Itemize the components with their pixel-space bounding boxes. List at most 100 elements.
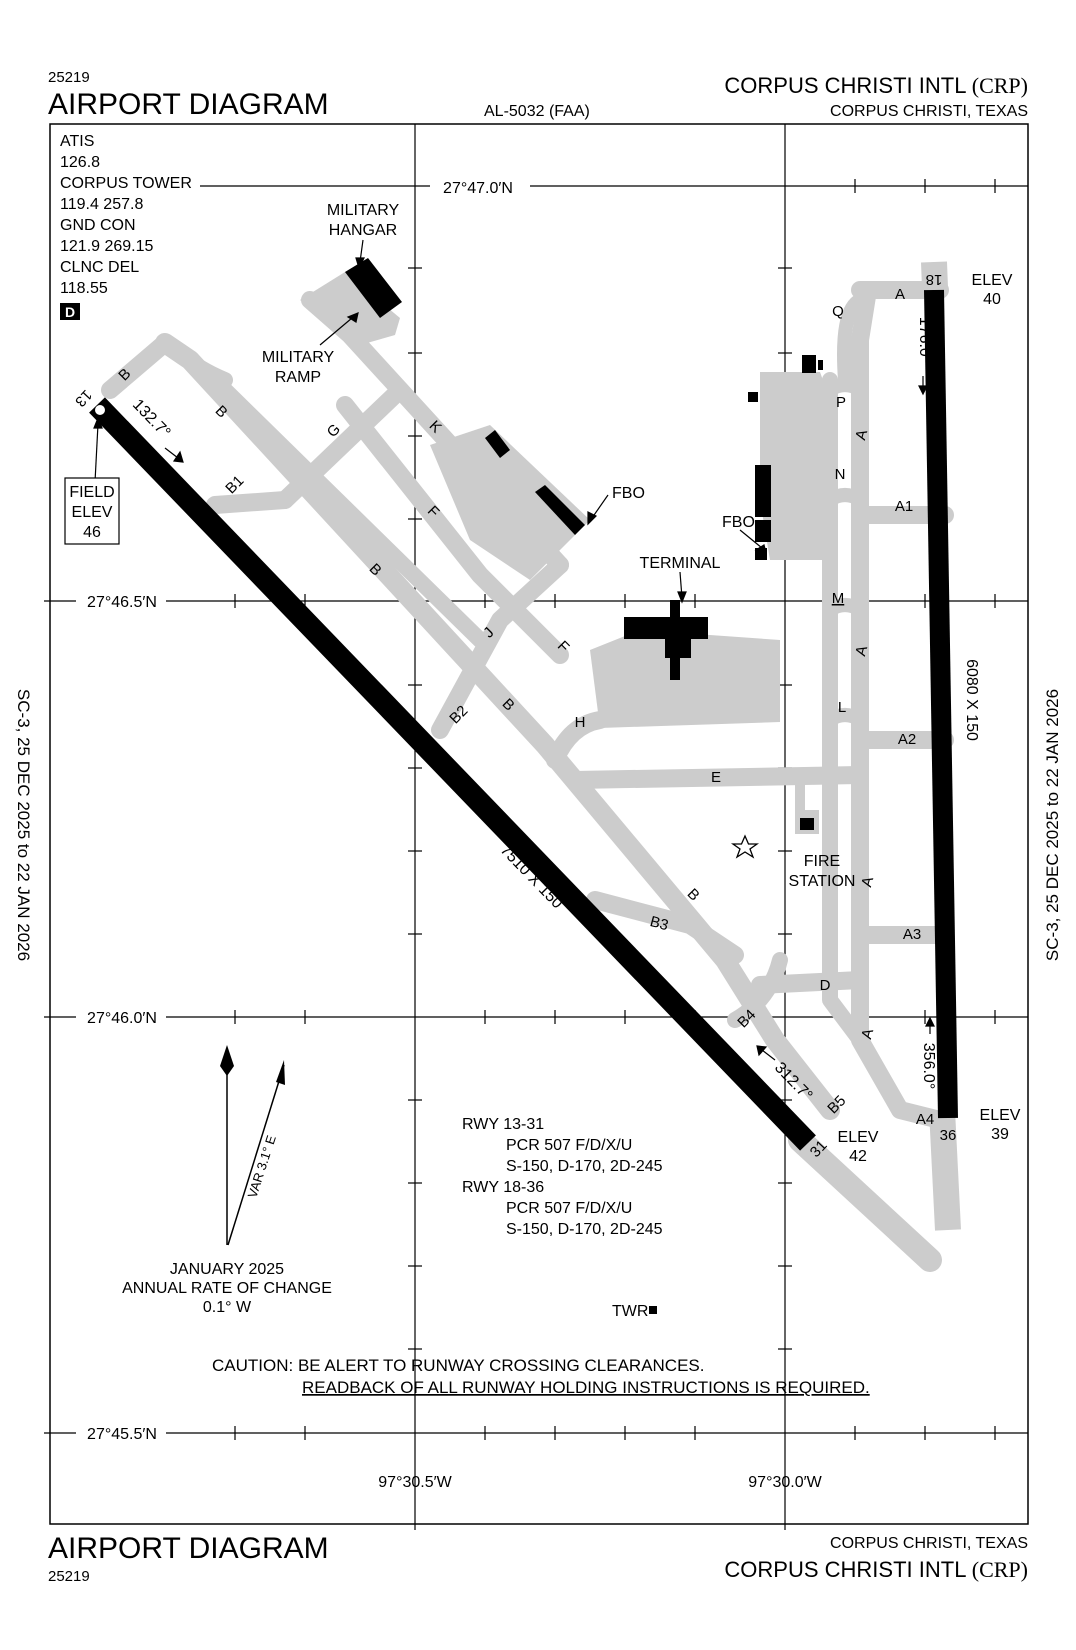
field-elev-value: 46 — [83, 524, 101, 541]
magnetic-north-arrow-icon — [276, 1060, 285, 1085]
atis-freq: 126.8 — [60, 154, 100, 171]
pointer-arrows — [93, 239, 767, 604]
field-elev-line2: ELEV — [72, 504, 113, 521]
elevation-labels: ELEV 40 ELEV 39 ELEV 42 — [838, 272, 1021, 1165]
lat-label-46-0: 27°46.0′N — [87, 1010, 157, 1027]
pcr-rwy2-gear: S-150, D-170, 2D-245 — [506, 1221, 663, 1238]
twy-b-1: B — [212, 402, 231, 421]
terminal-label: TERMINAL — [640, 555, 721, 572]
tower-symbol — [649, 1306, 657, 1314]
clnc-label: CLNC DEL — [60, 259, 139, 276]
validity-left: SC-3, 25 DEC 2025 to 22 JAN 2026 — [14, 689, 33, 961]
military-hangar — [345, 258, 402, 318]
lat-label-47-0: 27°47.0′N — [443, 180, 513, 197]
validity-right: SC-3, 25 DEC 2025 to 22 JAN 2026 — [1043, 689, 1062, 961]
twy-l: L — [838, 699, 846, 716]
twy-a-5: A — [858, 1027, 877, 1041]
chart-title-bottom: AIRPORT DIAGRAM — [48, 1532, 329, 1565]
twy-a-top: A — [895, 286, 905, 303]
runway-18-36-overrun — [929, 1109, 961, 1231]
gnd-freq: 121.9 269.15 — [60, 238, 154, 255]
facility-labels: MILITARY HANGAR MILITARY RAMP FBO FBO TE… — [262, 202, 856, 1320]
lon-label-30-5: 97°30.5′W — [378, 1474, 452, 1491]
runway-13-31 — [89, 397, 816, 1151]
d-symbol: D — [65, 304, 75, 320]
var-label: VAR 3.1° E — [245, 1133, 279, 1200]
twr-label: TWR — [612, 1303, 648, 1320]
pcr-rwy1-gear: S-150, D-170, 2D-245 — [506, 1158, 663, 1175]
military-hangar-label-2: HANGAR — [329, 222, 397, 239]
pcr-rwy1: RWY 13-31 — [462, 1116, 544, 1133]
military-ramp-label-1: MILITARY — [262, 349, 335, 366]
pcr-rwy1-pcr: PCR 507 F/D/X/U — [506, 1137, 632, 1154]
elev-36-value: 39 — [991, 1126, 1009, 1143]
twy-b3: B3 — [648, 913, 670, 934]
rwy-18-label: 18 — [926, 271, 943, 288]
rwy-18-36-dims: 6080 X 150 — [963, 659, 980, 741]
heading-arrows — [164, 376, 935, 1061]
hdg-36: 356.0° — [920, 1043, 937, 1089]
chart-number-bottom: 25219 — [48, 1568, 90, 1585]
fire-station-building — [800, 818, 814, 830]
lat-label-46-5: 27°46.5′N — [87, 594, 157, 611]
airport-name-top: CORPUS CHRISTI INTL (CRP) — [724, 73, 1028, 98]
caution-line-1: CAUTION: BE ALERT TO RUNWAY CROSSING CLE… — [212, 1356, 705, 1375]
atis-label: ATIS — [60, 133, 94, 150]
chart-number-top: 25219 — [48, 69, 90, 86]
gnd-label: GND CON — [60, 217, 136, 234]
airport-name-bottom: CORPUS CHRISTI INTL (CRP) — [724, 1557, 1028, 1582]
twy-q: Q — [832, 303, 844, 320]
twy-e: E — [711, 769, 721, 786]
city-state-top: CORPUS CHRISTI, TEXAS — [830, 103, 1028, 120]
d-symbol-box — [60, 303, 80, 320]
field-elev-line1: FIELD — [69, 484, 114, 501]
twy-a-2: A — [852, 428, 871, 442]
ramps — [300, 272, 830, 834]
field-elev-box — [64, 477, 120, 545]
lat-label-45-5: 27°45.5′N — [87, 1426, 157, 1443]
runway-18-36 — [924, 289, 958, 1119]
twy-b1: B1 — [222, 472, 247, 497]
twy-n: N — [835, 466, 846, 483]
twy-a4: A4 — [916, 1111, 934, 1128]
chart-frame — [49, 123, 1029, 1525]
fbo-label-ramp: FBO — [612, 485, 645, 502]
twy-a2: A2 — [898, 731, 916, 748]
elev-31-value: 42 — [849, 1148, 867, 1165]
buildings — [345, 258, 823, 1314]
caution-line-2: READBACK OF ALL RUNWAY HOLDING INSTRUCTI… — [302, 1378, 870, 1397]
twy-d: D — [820, 977, 831, 994]
pcr-rwy2-pcr: PCR 507 F/D/X/U — [506, 1200, 632, 1217]
rwy-13-label: 13 — [71, 386, 95, 410]
twy-a-4: A — [858, 875, 877, 889]
obstruction-star-icon — [730, 834, 760, 859]
fbo-building-ramp — [535, 485, 585, 535]
military-ramp-label-2: RAMP — [275, 369, 321, 386]
twy-a-3: A — [852, 644, 871, 658]
fire-station-label-2: STATION — [789, 873, 856, 890]
military-hangar-label-1: MILITARY — [327, 202, 400, 219]
tower-label: CORPUS TOWER — [60, 175, 192, 192]
pcr-rwy2: RWY 18-36 — [462, 1179, 544, 1196]
rwy-36-label: 36 — [940, 1127, 957, 1144]
pcr-info: RWY 13-31 PCR 507 F/D/X/U S-150, D-170, … — [462, 1116, 663, 1238]
true-north-arrow-icon — [220, 1045, 234, 1076]
field-elev-point — [95, 405, 105, 415]
elev-36-label: ELEV — [980, 1107, 1021, 1124]
mag-rate-value: 0.1° W — [203, 1299, 252, 1316]
magnetic-variation: VAR 3.1° E JANUARY 2025 ANNUAL RATE OF C… — [122, 1045, 332, 1316]
pavement — [101, 281, 954, 1272]
elev-31-label: ELEV — [838, 1129, 879, 1146]
twy-a1: A1 — [895, 498, 913, 515]
elev-18-value: 40 — [983, 291, 1001, 308]
mag-date: JANUARY 2025 — [170, 1261, 284, 1278]
clnc-freq: 118.55 — [60, 280, 108, 297]
runway-18-36-stopway-top — [921, 261, 948, 289]
twy-m: M — [832, 590, 845, 607]
chart-title-top: AIRPORT DIAGRAM — [48, 88, 329, 121]
lat-lon-grid — [44, 124, 1028, 1530]
fbo-label-east: FBO — [722, 514, 755, 531]
frequency-block: ATIS 126.8 CORPUS TOWER 119.4 257.8 GND … — [60, 133, 192, 320]
city-state-bottom: CORPUS CHRISTI, TEXAS — [830, 1535, 1028, 1552]
